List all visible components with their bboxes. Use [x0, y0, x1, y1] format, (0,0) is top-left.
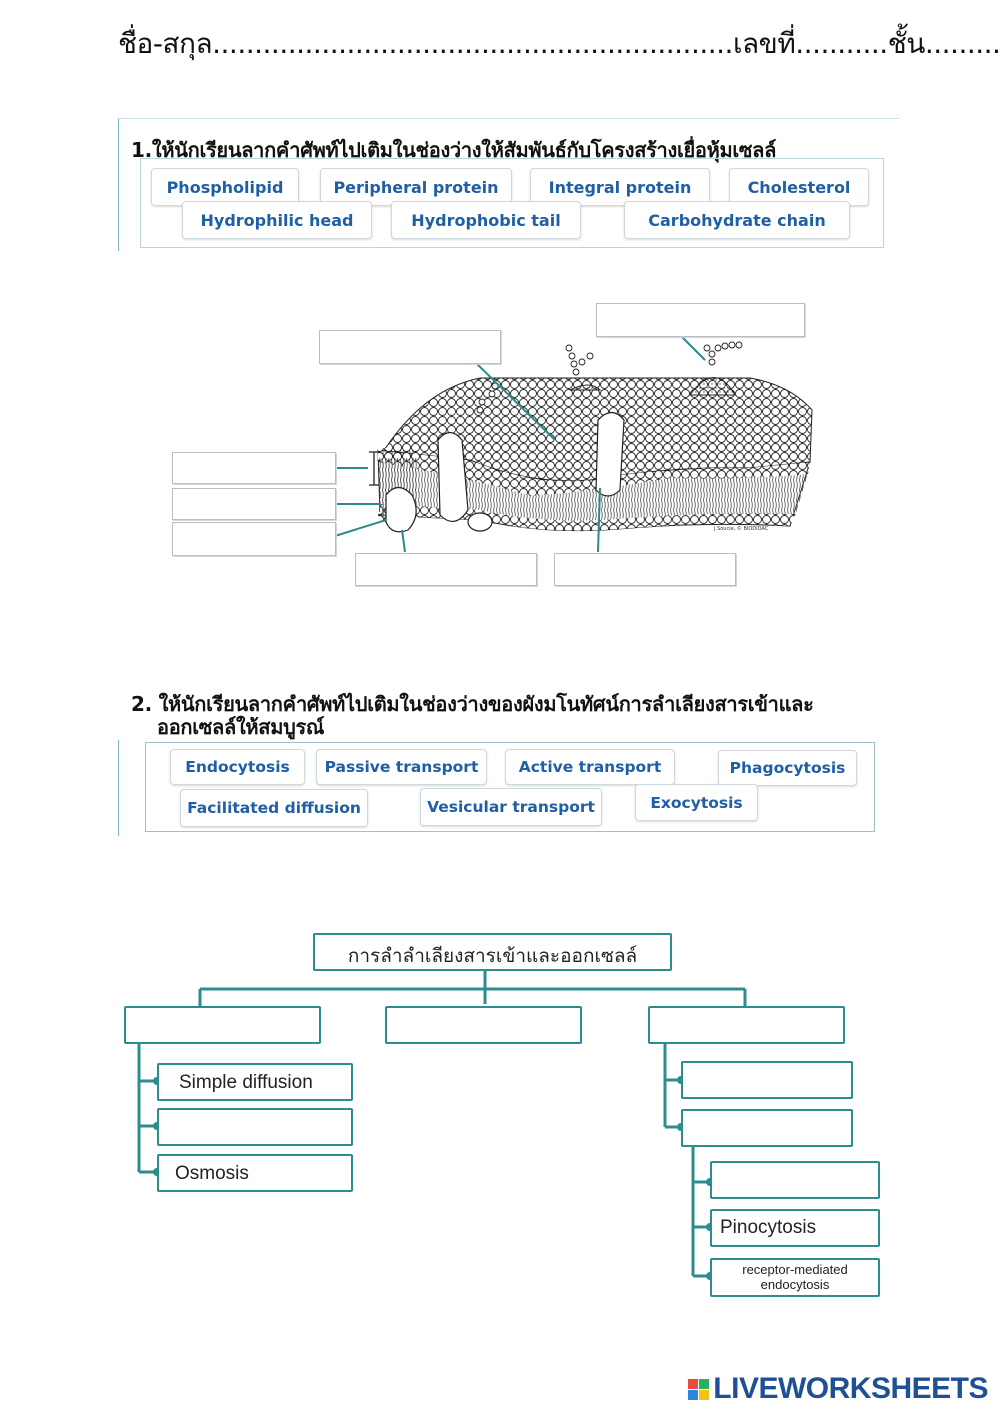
map-simple-diffusion: Simple diffusion [157, 1063, 353, 1101]
map-receptor-mediated: receptor-mediated endocytosis [710, 1258, 880, 1297]
map-pinocytosis-label: Pinocytosis [720, 1217, 816, 1239]
map-drop-left-sub[interactable] [157, 1108, 353, 1146]
logo-mark-icon [688, 1379, 709, 1400]
map-drop-right[interactable] [648, 1006, 845, 1044]
map-root-label: การลำลำเลียงสารเข้าและออกเซลล์ [315, 941, 670, 971]
map-drop-left[interactable] [124, 1006, 321, 1044]
map-simple-diffusion-label: Simple diffusion [179, 1072, 313, 1094]
logo-text: LIVEWORKSHEETS [713, 1372, 988, 1406]
map-osmosis-label: Osmosis [175, 1163, 249, 1185]
map-osmosis: Osmosis [157, 1154, 353, 1192]
liveworksheets-logo: LIVEWORKSHEETS [688, 1372, 988, 1406]
map-drop-center[interactable] [385, 1006, 582, 1044]
map-pinocytosis: Pinocytosis [710, 1209, 880, 1247]
map-drop-right-sub1[interactable] [681, 1061, 853, 1099]
map-drop-endocytosis-sub[interactable] [710, 1161, 880, 1199]
map-drop-right-sub2[interactable] [681, 1109, 853, 1147]
map-root: การลำลำเลียงสารเข้าและออกเซลล์ [313, 933, 672, 971]
map-receptor-mediated-label: receptor-mediated endocytosis [712, 1262, 878, 1292]
